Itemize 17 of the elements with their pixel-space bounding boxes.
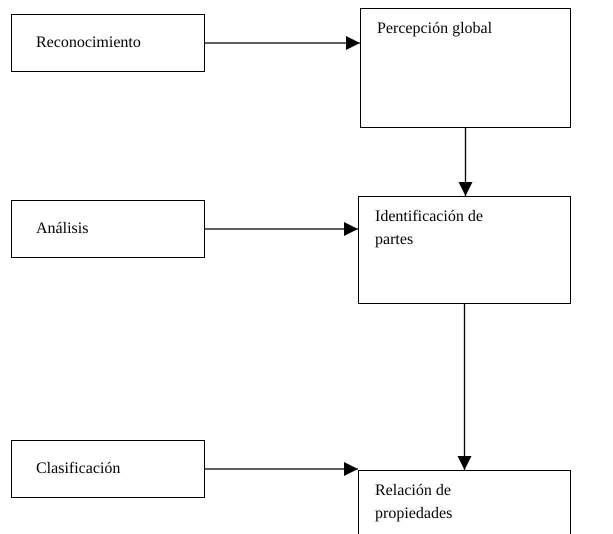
box-label: Reconocimiento (36, 33, 141, 54)
arrow (458, 304, 472, 470)
arrow (205, 462, 358, 476)
arrow (458, 128, 472, 196)
process-box (11, 200, 205, 258)
arrow (205, 36, 360, 50)
process-box (11, 440, 205, 498)
process-box (358, 196, 571, 304)
box-label: Percepción global (377, 20, 492, 37)
arrow (205, 222, 358, 236)
box-label: Relación de propiedades (375, 482, 452, 522)
process-box (358, 470, 571, 534)
box-label: Identificación de partes (375, 208, 483, 248)
process-box (360, 8, 571, 128)
box-label: Clasificación (36, 459, 120, 480)
box-label: Análisis (36, 219, 88, 240)
process-box (11, 14, 205, 72)
